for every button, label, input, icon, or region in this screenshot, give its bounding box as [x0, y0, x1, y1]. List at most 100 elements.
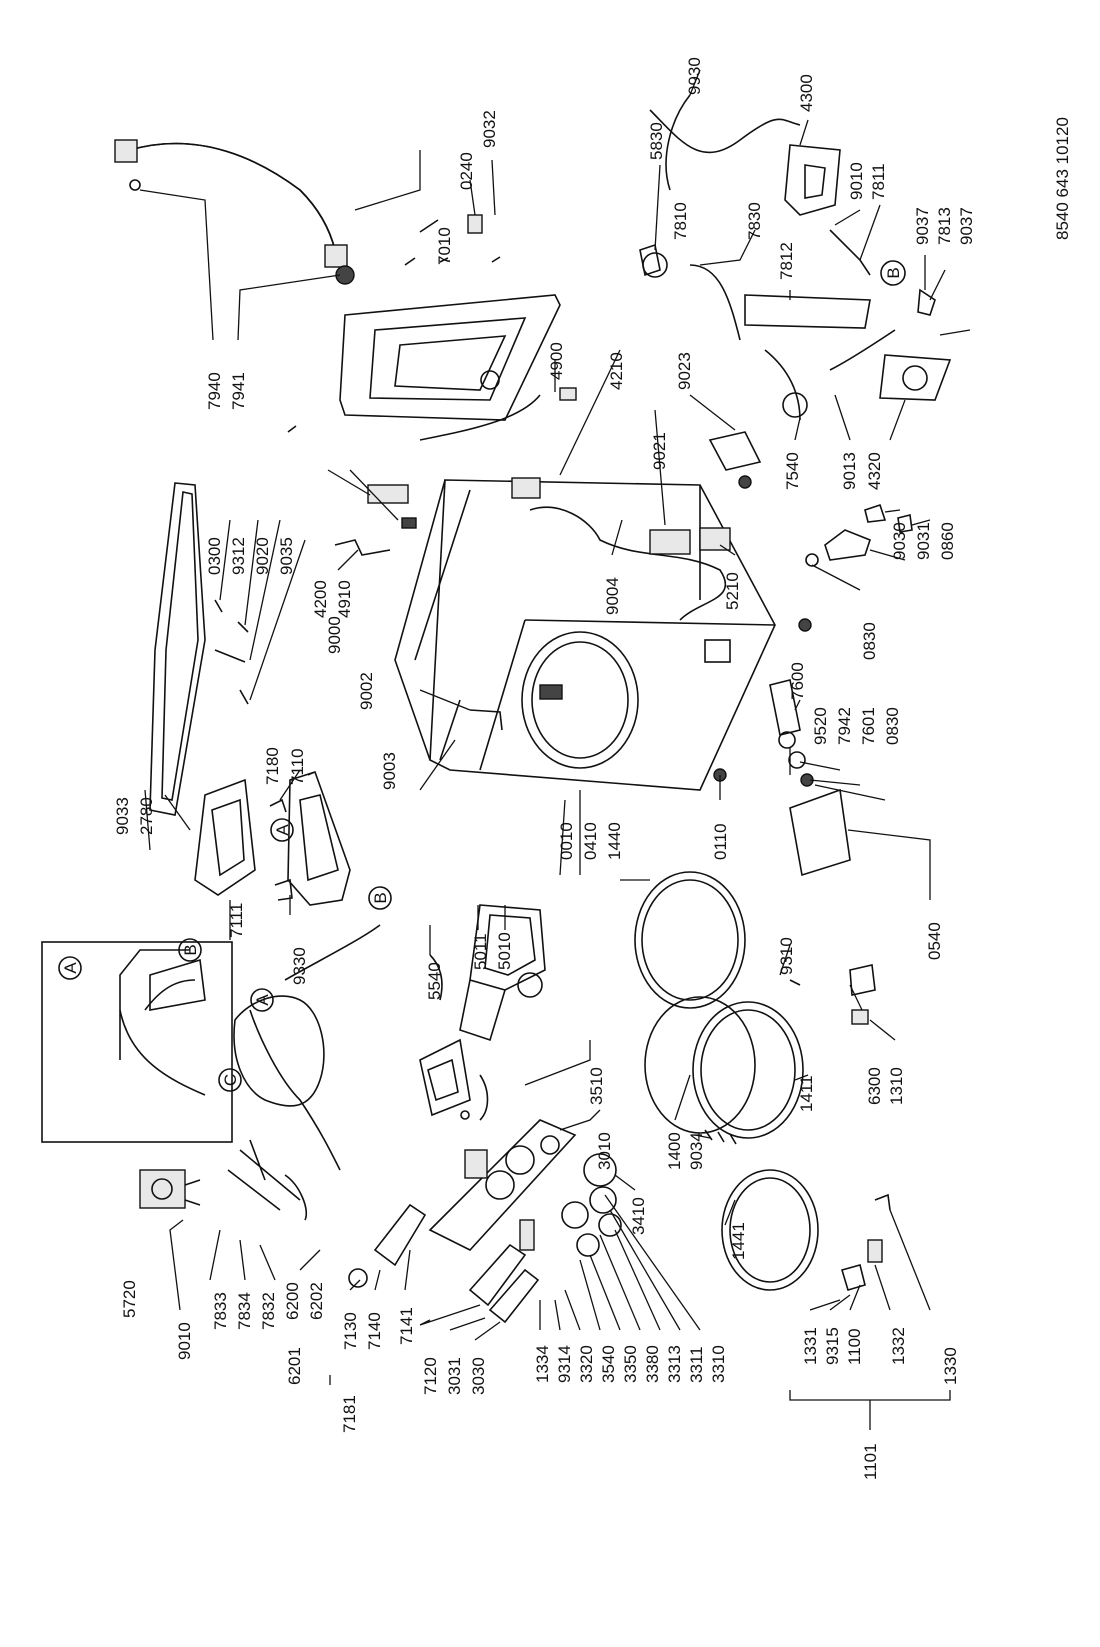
cabinet-outline: [429, 479, 776, 791]
filter-4320-cap: [902, 365, 928, 391]
label-0860: 0860: [938, 522, 957, 560]
door-opening-inner: [531, 641, 629, 759]
cover-3030: [488, 1268, 540, 1324]
part-4910: [401, 517, 417, 529]
label-4200: 4200: [311, 580, 330, 618]
hose-nut-top: [114, 139, 138, 163]
label-9030: 9030: [890, 522, 909, 560]
label-1411: 1411: [797, 1075, 816, 1112]
label-6202: 6202: [307, 1282, 326, 1320]
label-9002: 9002: [357, 672, 376, 710]
hinge-parts-9002-9003: [439, 699, 503, 761]
fitting-7810: [639, 243, 661, 277]
door-glass-1441-inner: [729, 1177, 811, 1283]
callout-b-hose-ring: [368, 886, 392, 910]
label-3311: 3311: [687, 1346, 706, 1383]
clamp-7810: [642, 252, 668, 278]
nut-7942: [788, 751, 806, 769]
hoses-7832-7834: [227, 1139, 301, 1211]
label-6201: 6201: [285, 1347, 304, 1385]
door-seal-1440-inner: [641, 879, 739, 1001]
switch-block-6200: [419, 1038, 471, 1117]
flap-0860: [824, 529, 871, 561]
label-9037-b: 9037: [957, 207, 976, 245]
label-5720: 5720: [120, 1280, 139, 1318]
hose-7833: [284, 1174, 307, 1221]
clip-9330: [274, 878, 293, 901]
panel-hole-3: [540, 1135, 560, 1155]
label-3010: 3010: [595, 1132, 614, 1170]
label-1440: 1440: [605, 822, 624, 860]
label-7140: 7140: [365, 1312, 384, 1350]
dispenser-c-bowl: [233, 995, 325, 1107]
label-5830: 5830: [647, 122, 666, 160]
label-5010: 5010: [495, 932, 514, 970]
label-7813: 7813: [935, 207, 954, 245]
switch-6202: [464, 1149, 488, 1179]
label-0010: 0010: [557, 822, 576, 860]
valve-outlets: [184, 1179, 201, 1206]
label-3031: 3031: [445, 1357, 464, 1395]
part-1310: [851, 1009, 869, 1025]
wire-5540: [429, 954, 443, 1001]
label-9010-top: 9010: [847, 162, 866, 200]
valve-5720-coil: [151, 1178, 173, 1200]
label-1441: 1441: [729, 1222, 748, 1260]
drawing-number: 8540 643 10120: [1053, 117, 1072, 240]
label-9037-a: 9037: [913, 207, 932, 245]
label-9031: 9031: [914, 522, 933, 560]
screw-0830: [805, 553, 819, 567]
label-7830: 7830: [745, 202, 764, 240]
module-5210: [699, 527, 731, 551]
plinth-0540: [789, 788, 851, 877]
callout-a-inset-ring: [58, 956, 82, 980]
label-0300: 0300: [205, 537, 224, 575]
pump-4300: [784, 144, 841, 216]
label-7141: 7141: [397, 1307, 416, 1345]
label-9315: 9315: [823, 1327, 842, 1365]
panel-hole-1: [505, 1145, 535, 1175]
label-7941: 7941: [229, 372, 248, 410]
hose-9013b: [829, 329, 896, 371]
label-1101: 1101: [861, 1443, 880, 1480]
label-9020: 9020: [253, 537, 272, 575]
label-0830-b: 0830: [883, 707, 902, 745]
cover-7120: [468, 1243, 527, 1307]
door-ring-1411-inner: [700, 1009, 796, 1131]
knob-3350: [576, 1233, 600, 1257]
module-5011: [459, 979, 506, 1042]
ring-9520: [778, 731, 796, 749]
panel-hole-2: [485, 1170, 515, 1200]
label-9520: 9520: [811, 707, 830, 745]
inlet-hose: [129, 142, 336, 251]
lid-fixings: [214, 599, 249, 705]
label-0830-a: 0830: [860, 622, 879, 660]
label-9930: 9930: [685, 57, 704, 95]
pump-4210-part: [511, 477, 541, 499]
label-7832: 7832: [259, 1292, 278, 1330]
label-5210: 5210: [723, 572, 742, 610]
callout-c-ring: [218, 1068, 242, 1092]
label-7120: 7120: [421, 1357, 440, 1395]
part-9030: [864, 503, 887, 523]
callout-b-circle-right: [880, 260, 906, 286]
door-lock-0410: [539, 684, 563, 700]
inlet-hose-core: [129, 142, 336, 251]
part-9031: [897, 514, 913, 533]
switch-block-inner: [427, 1058, 459, 1102]
label-7810: 7810: [671, 202, 690, 240]
label-7811: 7811: [869, 163, 888, 200]
back-panel: [339, 294, 561, 421]
label-1334: 1334: [533, 1345, 552, 1383]
callout-b-right: B: [884, 267, 903, 278]
label-4900: 4900: [547, 342, 566, 380]
label-7110: 7110: [288, 748, 307, 785]
hose-a-main: [249, 1009, 341, 1171]
label-9314: 9314: [555, 1345, 574, 1383]
callout-a-hose: A: [253, 994, 272, 1006]
pump-4300-inner: [804, 164, 826, 199]
label-9032: 9032: [480, 110, 499, 148]
callout-b-hose: B: [371, 892, 390, 903]
label-0240: 0240: [457, 152, 476, 190]
